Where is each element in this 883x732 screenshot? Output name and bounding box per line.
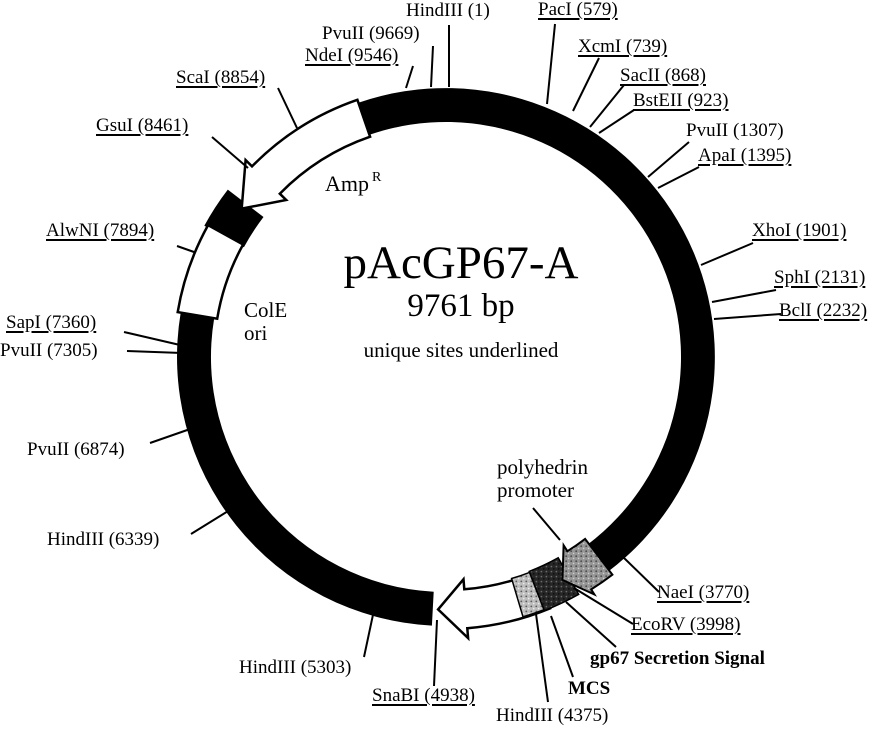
tick-xhoi-1901 <box>700 242 754 266</box>
tick-sacii-868 <box>589 84 625 128</box>
site-label-hindiii-5303: HindIII (5303) <box>239 657 352 678</box>
center-title-block: pAcGP67-A 9761 bp unique sites underline… <box>296 238 626 361</box>
site-label-sacii-868: SacII (868) <box>620 65 706 86</box>
tick-pvuii-9669 <box>430 45 434 88</box>
site-label-naei-3770: NaeI (3770) <box>657 582 750 603</box>
site-label-pvuii-9669: PvuII (9669) <box>322 23 420 44</box>
tick-hindiii-4375 <box>535 613 549 703</box>
site-label-gsui-8461: GsuI (8461) <box>96 115 189 136</box>
tick-apai-1395 <box>657 166 700 189</box>
tick-paci-579 <box>546 23 556 105</box>
tick-scai-8854 <box>277 87 298 129</box>
tick-alwni-7894 <box>176 245 195 253</box>
site-label-scai-8854: ScaI (8854) <box>176 67 266 88</box>
tick-polyhedrin-promoter <box>532 507 561 541</box>
site-label-hindiii-6339: HindIII (6339) <box>47 529 160 550</box>
cole-ori-line1: ColE <box>244 298 288 322</box>
site-label-xhoi-1901: XhoI (1901) <box>752 220 847 241</box>
site-label-xcmi-739: XcmI (739) <box>578 36 668 57</box>
tick-sphi-2131 <box>711 289 777 303</box>
ampr-arrow <box>240 98 372 211</box>
unique-sites-note: unique sites underlined <box>363 338 559 362</box>
tick-hindiii-6339 <box>190 507 234 535</box>
site-label-apai-1395: ApaI (1395) <box>698 145 792 166</box>
tick-bcli-2232 <box>713 313 782 320</box>
site-label-bsteii-923: BstEII (923) <box>633 90 729 111</box>
tick-sapi-7360 <box>123 331 181 346</box>
feature-label-gp67-secretion-signal: gp67 Secretion Signal <box>590 648 765 669</box>
site-label-sapi-7360: SapI (7360) <box>6 312 97 333</box>
site-label-pvuii-1307: PvuII (1307) <box>686 120 784 141</box>
mcs-segment <box>510 571 545 618</box>
tick-mcs <box>550 615 574 678</box>
site-label-paci-579: PacI (579) <box>538 0 618 20</box>
tick-pvuii-7305 <box>126 350 183 354</box>
tick-pvuii-1307 <box>647 141 690 178</box>
polyhedrin-promoter-arrow <box>561 537 614 597</box>
cole-ori-line2: ori <box>244 321 268 345</box>
tick-gsui-8461 <box>211 136 249 169</box>
site-label-snabi-4938: SnaBI (4938) <box>372 685 475 706</box>
plasmid-size: 9761 bp <box>407 288 515 324</box>
site-label-pvuii-6874: PvuII (6874) <box>27 439 125 460</box>
plasmid-name: pAcGP67-A <box>343 237 579 289</box>
site-label-hindiii-4375: HindIII (4375) <box>496 705 609 726</box>
site-label-sphi-2131: SphI (2131) <box>774 267 866 288</box>
tick-ndei-9546 <box>405 65 414 89</box>
feature-label-polyhedrin-promoter: polyhedrin promoter <box>497 456 588 502</box>
site-label-ndei-9546: NdeI (9546) <box>305 45 399 66</box>
site-label-pvuii-7305: PvuII (7305) <box>0 340 98 361</box>
tick-gp67 <box>565 601 617 648</box>
site-label-ecorv-3998: EcoRV (3998) <box>631 614 741 635</box>
cole-ori-segment <box>176 223 245 321</box>
ampr-superscript: R <box>372 169 382 185</box>
site-label-bcli-2232: BclI (2232) <box>779 300 868 321</box>
tick-snabi-4938 <box>433 619 438 687</box>
tick-hindiii-5303 <box>363 609 375 658</box>
polyhedrin-promoter-line2: promoter <box>497 478 574 502</box>
tick-bsteii-923 <box>598 109 635 134</box>
gp67-secretion-signal-segment <box>528 556 580 612</box>
tick-ecorv-3998 <box>573 587 634 625</box>
feature-label-cole-ori: ColE ori <box>244 299 287 345</box>
ampr-text: Amp <box>325 171 369 196</box>
tick-pvuii-6874 <box>149 427 194 444</box>
tick-naei-3770 <box>621 555 660 593</box>
plasmid-ring-arc-lower-left <box>177 312 434 626</box>
site-label-alwni-7894: AlwNI (7894) <box>46 220 155 241</box>
polyhedrin-promoter-line1: polyhedrin <box>497 455 588 479</box>
site-label-hindiii-1: HindIII (1) <box>406 0 490 21</box>
tick-xcmi-739 <box>572 57 600 112</box>
feature-label-mcs: MCS <box>568 678 611 699</box>
